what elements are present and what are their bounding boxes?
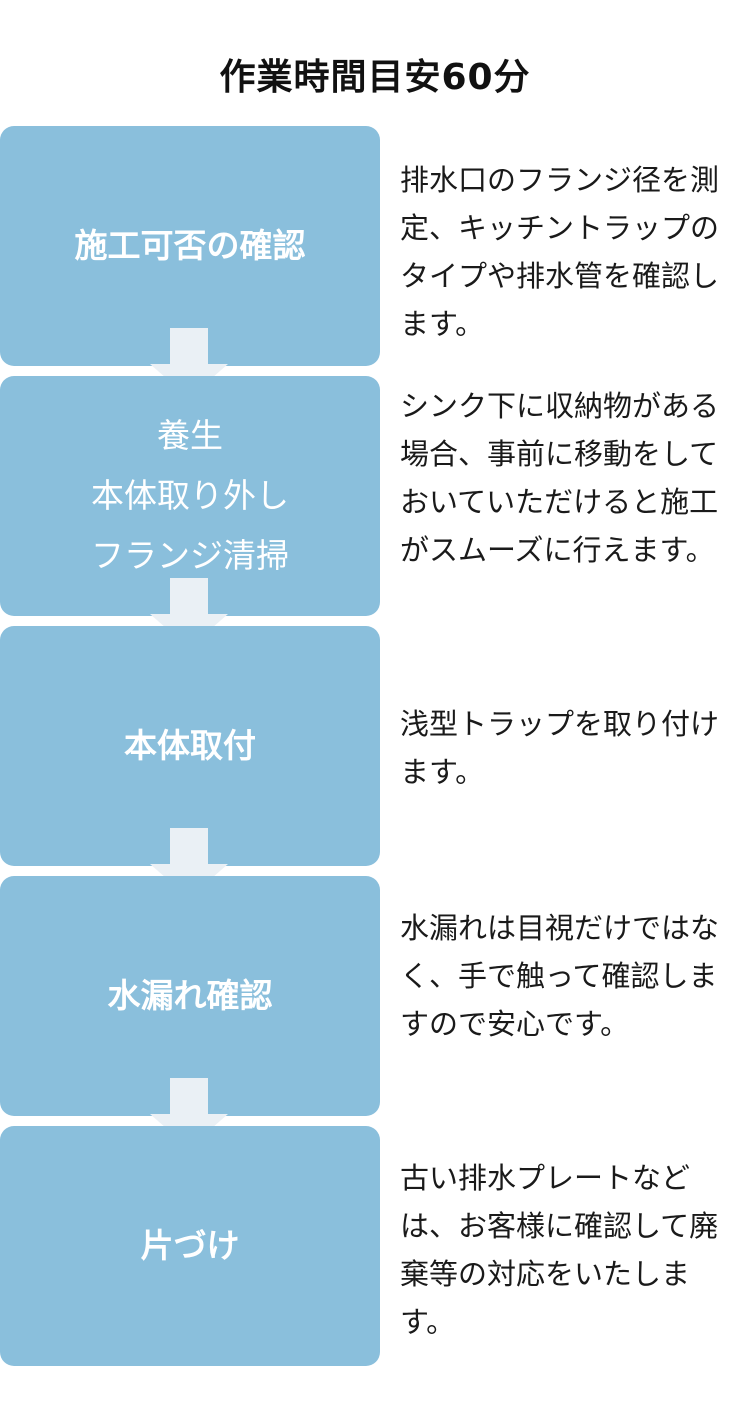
- step-label: 施工可否の確認: [74, 226, 306, 266]
- step-box-leak-check: 水漏れ確認: [0, 876, 380, 1116]
- step-box-cleanup: 片づけ: [0, 1126, 380, 1366]
- step-description: 水漏れは目視だけではなく、手で触って確認しますので安心です。: [400, 911, 720, 1041]
- step-label: 養生 本体取り外し フランジ清掃: [91, 416, 289, 575]
- step-label: 水漏れ確認: [107, 976, 273, 1016]
- step-description: 排水口のフランジ径を測定、キッチントラップのタイプや排水管を確認します。: [400, 163, 720, 341]
- step-box-installation: 本体取付: [0, 626, 380, 866]
- step-description: 浅型トラップを取り付けます。: [400, 707, 720, 789]
- step-box-preparation: 養生 本体取り外し フランジ清掃: [0, 376, 380, 616]
- step-description: シンク下に収納物がある場合、事前に移動をしておいていただけると施工がスムーズに行…: [400, 389, 720, 567]
- step-description: 古い排水プレートなどは、お客様に確認して廃棄等の対応をいたします。: [400, 1161, 719, 1339]
- step-label: 本体取付: [124, 726, 256, 766]
- step-box-feasibility-check: 施工可否の確認: [0, 126, 380, 366]
- page-title: 作業時間目安60分: [219, 57, 531, 98]
- step-label: 片づけ: [140, 1226, 240, 1266]
